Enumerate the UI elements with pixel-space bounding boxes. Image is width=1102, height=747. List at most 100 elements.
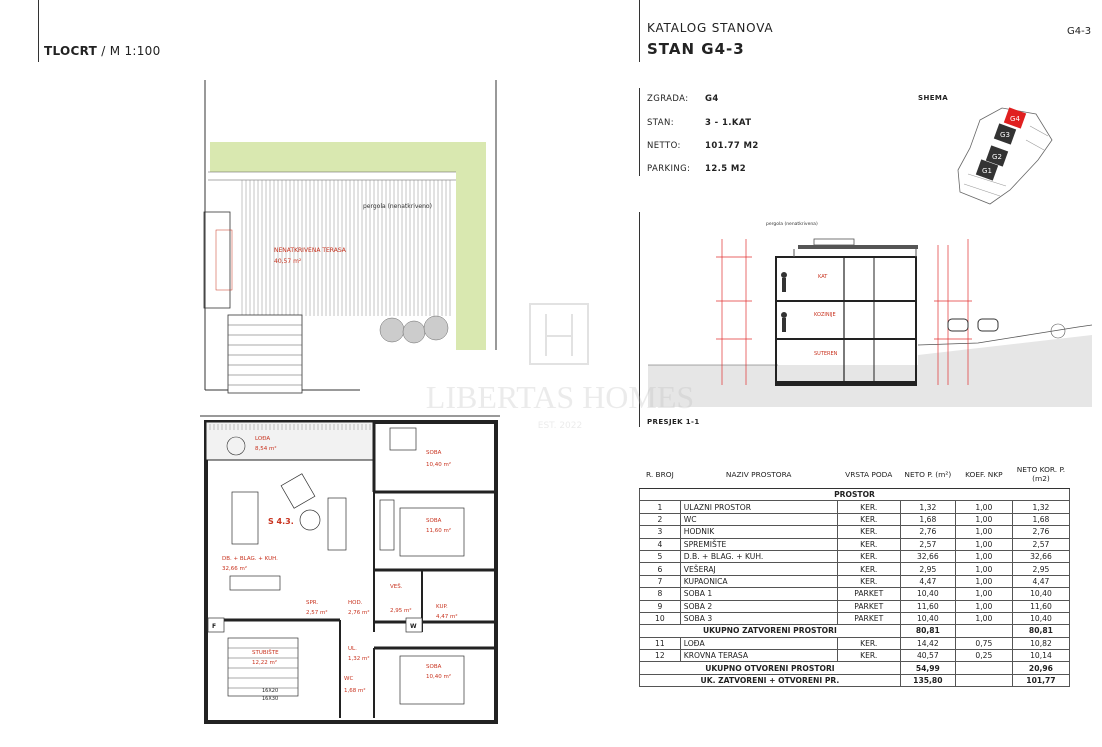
section-label: PRESJEK 1-1: [647, 418, 700, 426]
svg-text:LOĐA: LOĐA: [255, 436, 270, 442]
table-cell: HODNIK: [679, 525, 838, 539]
table-cell: 4,47: [899, 574, 956, 589]
table-cell: 1,00: [954, 549, 1013, 564]
info-divider: [639, 88, 640, 176]
svg-text:G1: G1: [982, 167, 992, 175]
sum-koef: [954, 673, 1013, 688]
svg-text:4,47 m²: 4,47 m²: [436, 613, 458, 620]
table-cell: 1,32: [1011, 500, 1071, 514]
svg-text:1,68 m²: 1,68 m²: [344, 687, 366, 694]
table-cell: 1,32: [899, 500, 956, 514]
table-cell: 4: [639, 537, 681, 551]
table-cell: 2,57: [1011, 537, 1071, 551]
table-cell: 4,47: [1011, 574, 1071, 589]
table-cell: SPREMIŠTE: [679, 537, 838, 551]
table-cell: 1,68: [899, 512, 956, 527]
svg-text:16X20: 16X20: [262, 688, 278, 694]
table-cell: 1,00: [954, 525, 1013, 539]
pergola-label: pergola (nenatkriveno): [363, 203, 432, 210]
svg-text:SOBA: SOBA: [426, 518, 442, 524]
table-cell: ULAZNI PROSTOR: [679, 500, 838, 514]
svg-text:2,76 m²: 2,76 m²: [348, 609, 370, 616]
svg-text:pergola (nenatkrivena): pergola (nenatkrivena): [766, 221, 818, 227]
table-cell: 32,66: [899, 549, 956, 564]
table-cell: 10,40: [1011, 587, 1071, 601]
svg-text:2,95 m²: 2,95 m²: [390, 607, 412, 614]
svg-text:10,40 m²: 10,40 m²: [426, 673, 451, 680]
building-g1: G1: [975, 159, 999, 181]
table-cell: KER.: [836, 537, 901, 551]
col-naziv: NAZIV PROSTORA: [680, 460, 838, 489]
apartment-plan: LOĐA 8,54 m² SOBA 10,40 m² SOBA 11,60 m²…: [200, 415, 500, 724]
svg-text:KAT: KAT: [818, 274, 828, 280]
svg-text:32,66 m²: 32,66 m²: [222, 565, 247, 572]
table-cell: 2,95: [1011, 562, 1071, 576]
table-cell: KER.: [836, 512, 901, 527]
group-label: PROSTOR: [639, 487, 1070, 502]
table-cell: 1,00: [954, 537, 1013, 551]
table-cell: KER.: [836, 649, 901, 663]
apartment-code: G4-3: [1067, 26, 1092, 37]
svg-text:VEŠ.: VEŠ.: [390, 583, 403, 590]
table-cell: 0,75: [954, 636, 1013, 651]
svg-text:1,32 m²: 1,32 m²: [348, 655, 370, 662]
catalog-title: KATALOG STANOVA: [647, 21, 774, 35]
table-cell: WC: [679, 512, 838, 527]
table-cell: 7: [639, 574, 681, 589]
table-cell: PARKET: [836, 599, 901, 613]
table-cell: 0,25: [954, 649, 1013, 663]
sum-neto: 135,80: [899, 673, 956, 688]
sum-neto: 54,99: [899, 661, 956, 675]
table-cell: 1,00: [954, 574, 1013, 589]
right-page-divider: [639, 0, 640, 62]
svg-text:DB. + BLAG. + KUH.: DB. + BLAG. + KUH.: [222, 556, 278, 562]
sum-kor: 80,81: [1011, 624, 1071, 638]
table-cell: 2,95: [899, 562, 956, 576]
table-cell: 2,76: [899, 525, 956, 539]
table-cell: LOĐA: [679, 636, 838, 651]
sum-label: UKUPNO OTVORENI PROSTORI: [639, 661, 901, 675]
table-cell: KER.: [836, 549, 901, 564]
table-cell: 1,00: [954, 611, 1013, 626]
table-cell: 1,00: [954, 512, 1013, 527]
info-zgrada: ZGRADA:G4: [647, 94, 719, 104]
sum-koef: [954, 661, 1013, 675]
table-cell: 14,42: [899, 636, 956, 651]
table-cell: KROVNA TERASA: [679, 649, 838, 663]
table-group-row: PROSTOR: [639, 487, 1070, 502]
svg-text:G2: G2: [992, 153, 1002, 161]
watermark-logo: LIBERTAS HOMES EST. 2022: [426, 303, 694, 431]
svg-text:SUTEREN: SUTEREN: [814, 351, 838, 357]
terrace-area: 40,57 m²: [274, 258, 302, 265]
svg-text:16X30: 16X30: [262, 696, 278, 702]
table-cell: 10,40: [899, 611, 956, 626]
table-cell: 10,40: [899, 587, 956, 601]
svg-text:G3: G3: [1000, 131, 1010, 139]
col-koef: KOEF. NKP: [955, 460, 1013, 489]
table-cell: 5: [639, 549, 681, 564]
table-cell: D.B. + BLAG. + KUH.: [679, 549, 838, 564]
svg-text:KOZINIJE: KOZINIJE: [814, 312, 836, 318]
table-cell: KER.: [836, 562, 901, 576]
table-cell: 2: [639, 512, 681, 527]
table-cell: 11,60: [1011, 599, 1071, 613]
svg-text:SOBA: SOBA: [426, 450, 442, 456]
sum-label: UKUPNO ZATVORENI PROSTORI: [639, 624, 901, 638]
table-cell: 10,82: [1011, 636, 1071, 651]
table-cell: KER.: [836, 500, 901, 514]
building-g3: G3: [993, 123, 1017, 145]
terrace-name: NENATKRIVENA TERASA: [274, 247, 347, 254]
table-cell: 3: [639, 525, 681, 539]
table-cell: SOBA 2: [679, 599, 838, 613]
sum-label: UK. ZATVORENI + OTVORENI PR.: [639, 673, 901, 688]
table-cell: 6: [639, 562, 681, 576]
